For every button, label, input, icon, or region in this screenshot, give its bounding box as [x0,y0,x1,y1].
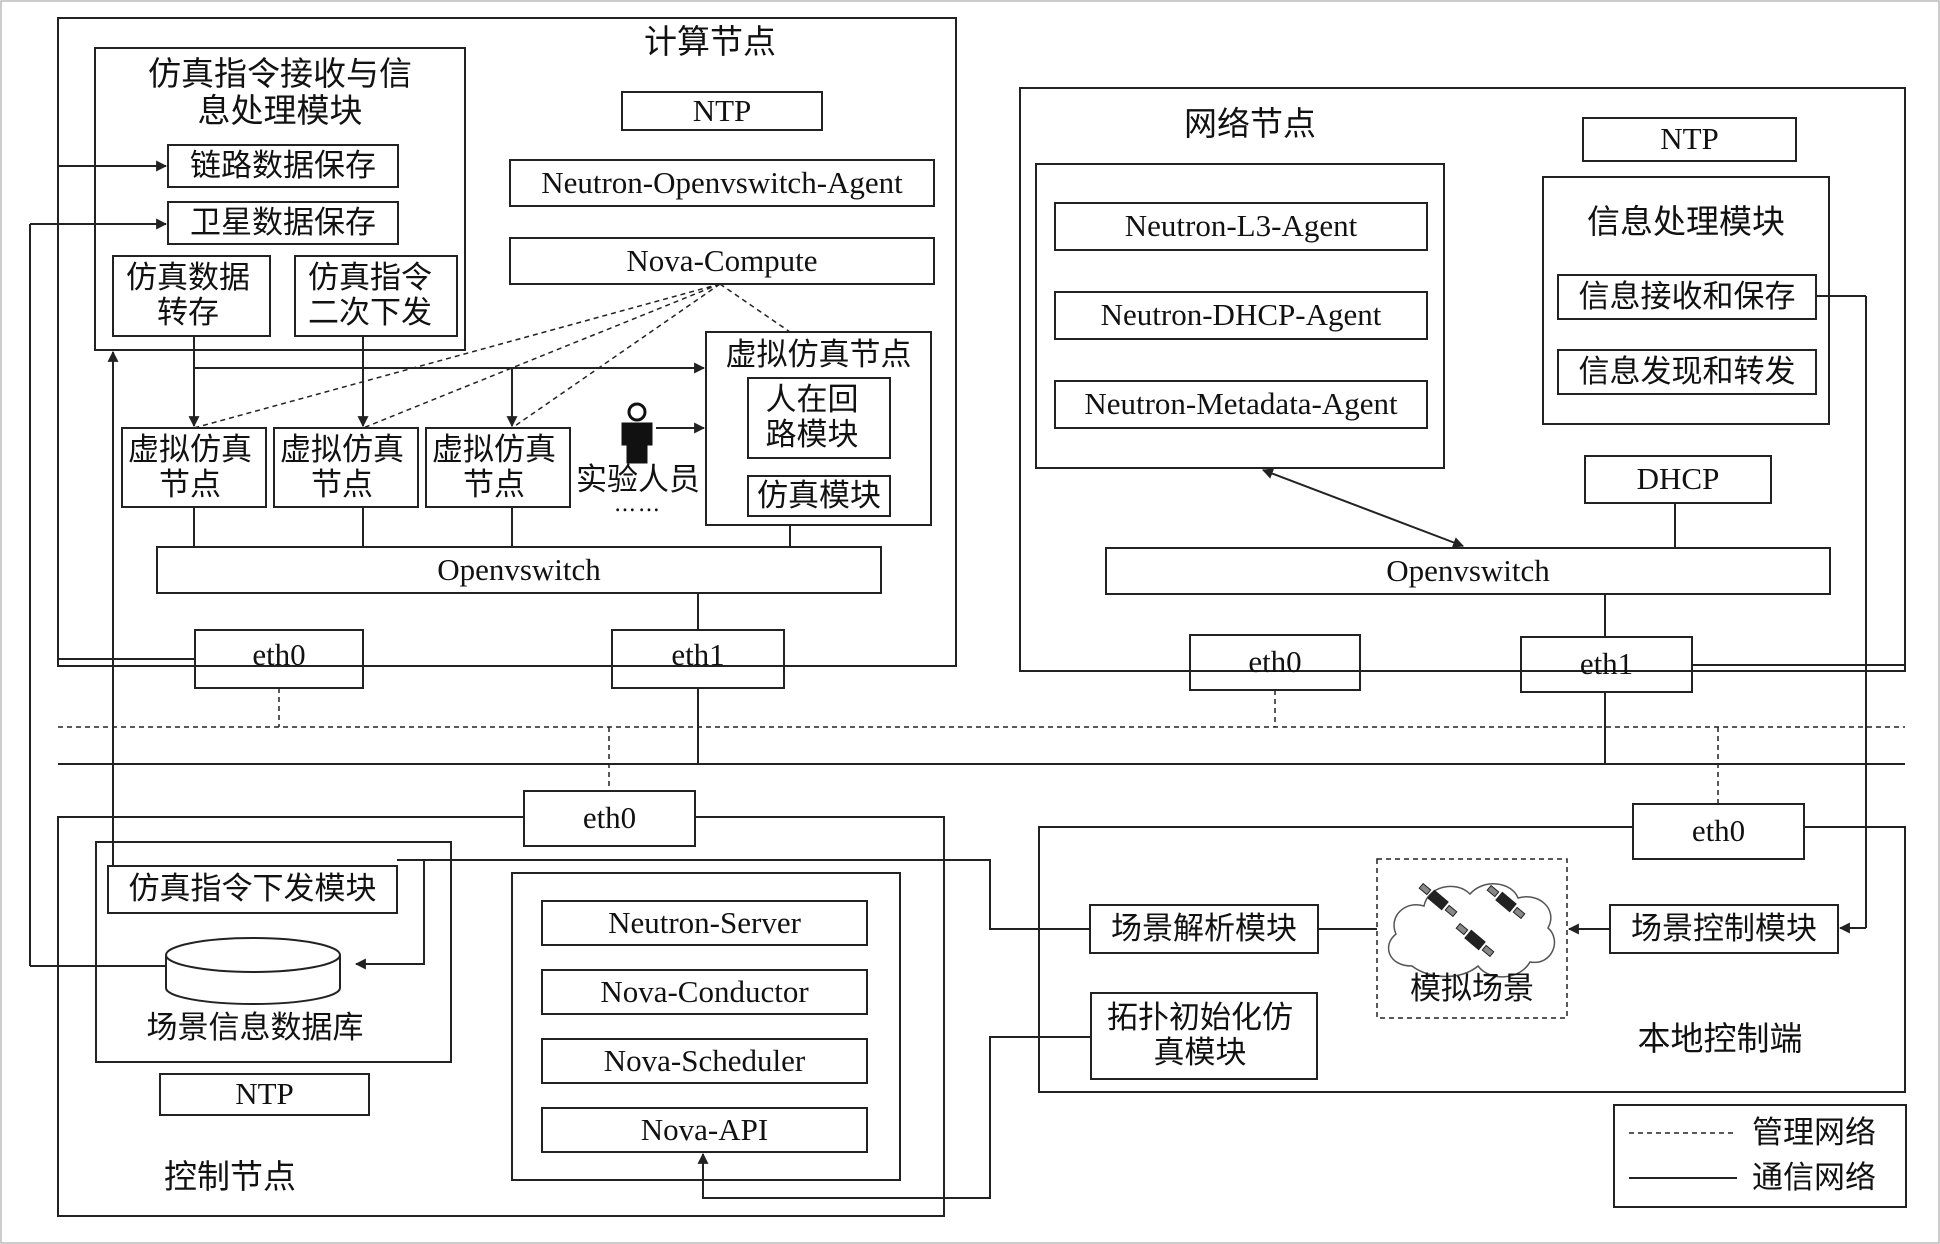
compute-openvswitch-box [156,546,882,594]
dhcp-agent-box [1054,291,1428,340]
openstack-services-box [511,872,901,1181]
scene-control-box [1609,904,1839,954]
scene-sim-box [1376,858,1568,1019]
virtual-node-3-box [425,427,571,508]
cmd-dispatch-box [107,865,398,914]
compute-eth1-box [611,629,785,689]
network-node-box [1019,87,1906,672]
virtual-node-1-box [121,427,267,508]
management-lines [58,283,1905,804]
info-discover-box [1557,349,1817,395]
nova-compute-box [509,237,935,285]
local-eth0-box [1632,803,1805,860]
ovs-agent-box [509,159,935,207]
nova-conductor-box [541,969,868,1015]
neutron-server-box [541,900,868,946]
neutron-agents-box [1035,163,1445,469]
metadata-agent-box [1054,380,1428,429]
cmd-redispatch-box [294,255,458,337]
info-module-box [1542,176,1830,425]
satellite-save-box [167,201,399,245]
compute-eth0-box [194,629,364,689]
l3-agent-box [1054,202,1428,251]
person-icon [621,402,653,464]
link-save-box [167,144,399,188]
network-eth0-box [1189,634,1361,691]
hil-module-box [747,377,891,459]
sim-dump-box [112,255,271,337]
legend-box [1613,1104,1907,1208]
topo-init-box [1090,992,1318,1080]
cmd-db-box [95,841,452,1063]
database-icon [165,937,341,1005]
sim-module-box [747,475,891,517]
compute-ntp-box [621,91,823,131]
virtual-node-big-box [705,331,932,526]
network-openvswitch-box [1105,547,1831,595]
cmd-recv-module-box [94,47,466,351]
nova-scheduler-box [541,1038,868,1084]
network-eth1-box [1520,636,1693,693]
virtual-node-2-box [273,427,419,508]
satellite-icon [1418,882,1526,958]
network-ntp-box [1582,117,1797,162]
info-recv-box [1557,274,1817,320]
scene-parse-box [1089,904,1319,954]
communication-lines [29,160,1906,1217]
control-ntp-box [159,1073,370,1116]
dhcp-box [1584,455,1772,504]
nova-api-box [541,1107,868,1153]
control-eth0-box [523,790,696,847]
